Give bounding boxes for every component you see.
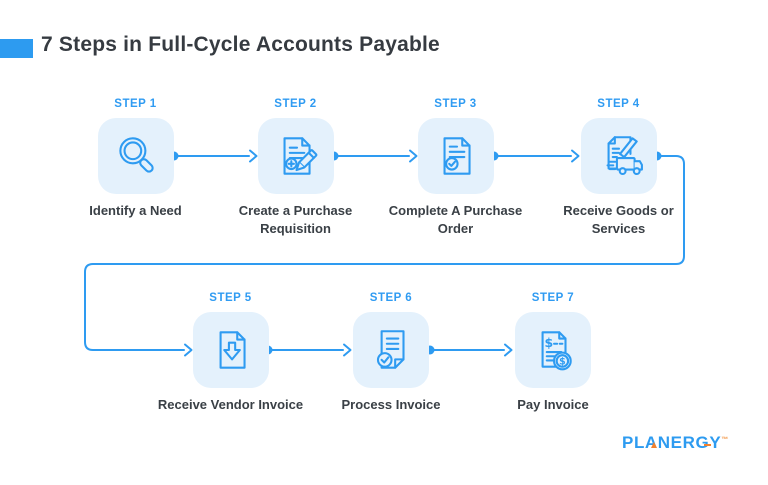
logo-a-accent [651,442,657,448]
step-card [192,312,269,388]
planergy-logo: PLANERGY™ [622,433,752,457]
svg-text:$: $ [559,357,566,368]
step-card: $ $ [515,312,591,388]
step-title: Process Invoice [341,397,441,412]
invoice-check-icon [376,330,405,369]
step-card [257,118,334,194]
logo-text: PLANERGY [622,433,722,452]
title-accent-bar [0,39,33,58]
step-title: Create a Purchase Requisition [238,203,353,236]
step-card [417,118,494,194]
step-6: STEP 6 Process Invoice [311,290,471,414]
step-7: STEP 7 $ $ Pay Invoice [473,290,633,414]
step-label: STEP 2 [274,98,317,110]
step-5: STEP 5 Receive Vendor Invoice [151,290,311,414]
step-3: STEP 3 Complete A Purchase Order [376,96,536,237]
step-label: STEP 1 [114,98,157,110]
invoice-payment-icon: $ $ [541,331,572,371]
document-download-icon [219,331,246,369]
step-title: Complete A Purchase Order [388,203,523,236]
document-truck-icon [606,136,643,176]
step-1: STEP 1 Identify a Need [56,96,216,220]
step-card [97,118,174,194]
step-label: STEP 5 [209,292,252,304]
step-label: STEP 6 [369,292,413,304]
step-title: Pay Invoice [517,397,589,412]
step-2: STEP 2 Create a Purchase Requisition [216,96,376,237]
step-4: STEP 4 Receive Goods or Services [539,96,699,237]
step-label: STEP 7 [531,292,575,304]
magnifier-icon [118,137,154,173]
step-title: Receive Goods or Services [563,203,674,236]
logo-g-accent [704,443,711,446]
step-label: STEP 4 [597,98,640,110]
document-pencil-icon [283,137,317,175]
svg-text:$: $ [544,335,553,350]
step-label: STEP 3 [434,98,477,110]
step-title: Identify a Need [89,203,182,218]
trademark-symbol: ™ [721,436,729,444]
step-card [353,312,429,388]
step-card [580,118,657,194]
step-title: Receive Vendor Invoice [157,397,304,412]
document-check-icon [443,137,471,175]
page-title: 7 Steps in Full-Cycle Accounts Payable [41,33,440,56]
